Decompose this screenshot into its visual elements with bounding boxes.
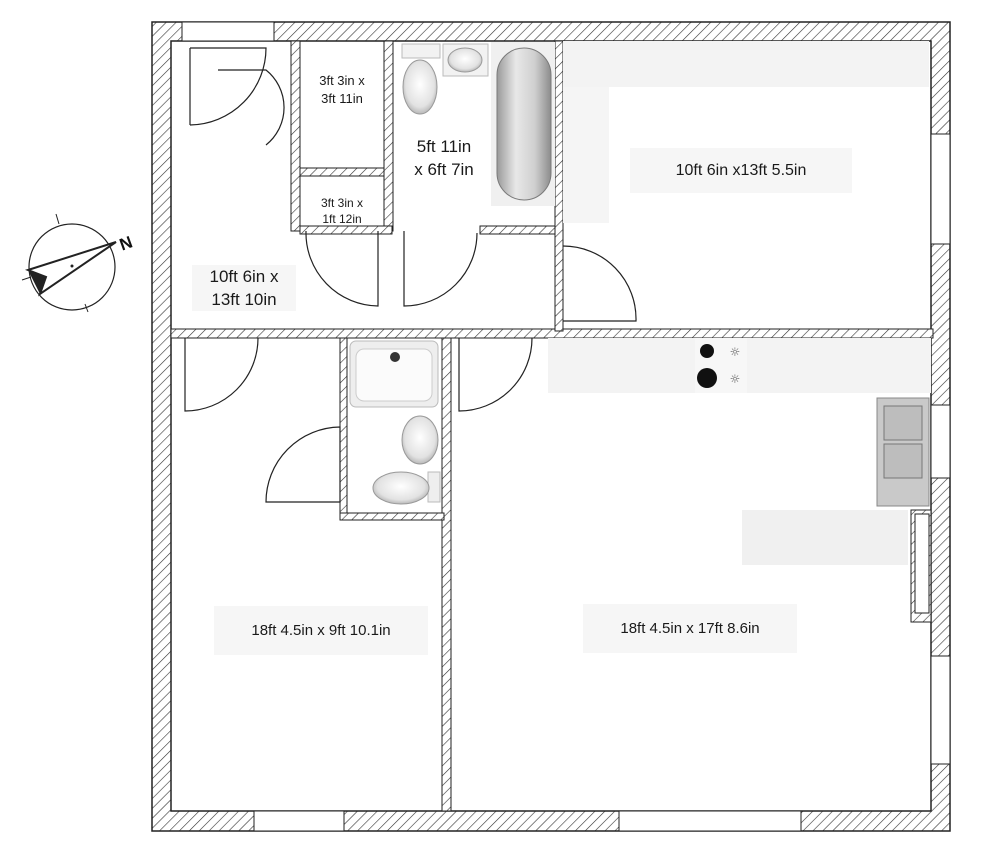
door-bathroom-small: [265, 426, 341, 503]
interior-walls: [170, 40, 934, 812]
doors: [184, 47, 637, 503]
room-label-bathroom-main: 5ft 11in x 6ft 7in: [414, 137, 474, 179]
kitchen-fixtures: ☼ ☼: [548, 338, 931, 565]
wardrobe-ne: [563, 41, 929, 223]
outer-walls: [151, 21, 951, 832]
room-label-bedroom-ne: 10ft 6in x13ft 5.5in: [630, 148, 852, 193]
door-bedroom-ne: [562, 245, 637, 322]
room-label-living-kitchen: 18ft 4.5in x 17ft 8.6in: [583, 604, 797, 653]
room-label-closet-a: 3ft 3in x 3ft 11in: [319, 73, 365, 106]
door-living: [458, 337, 533, 412]
small-bathroom-fixtures: [349, 340, 441, 505]
door-bedroom-sw: [184, 337, 259, 412]
svg-text:☼: ☼: [730, 372, 741, 386]
door-nw-bedroom-closet: [189, 47, 267, 126]
bathroom-fixtures: [401, 42, 555, 206]
door-hall: [403, 231, 478, 307]
door-arc-closet-a: [218, 69, 285, 146]
door-closet-b: [305, 230, 379, 307]
room-label-bedroom-nw: 10ft 6in x 13ft 10in: [192, 265, 296, 311]
compass: [21, 213, 117, 313]
svg-text:☼: ☼: [730, 345, 741, 359]
room-label-bedroom-sw: 18ft 4.5in x 9ft 10.1in: [214, 606, 428, 655]
room-label-closet-b: 3ft 3in x 1ft 12in: [320, 196, 364, 226]
